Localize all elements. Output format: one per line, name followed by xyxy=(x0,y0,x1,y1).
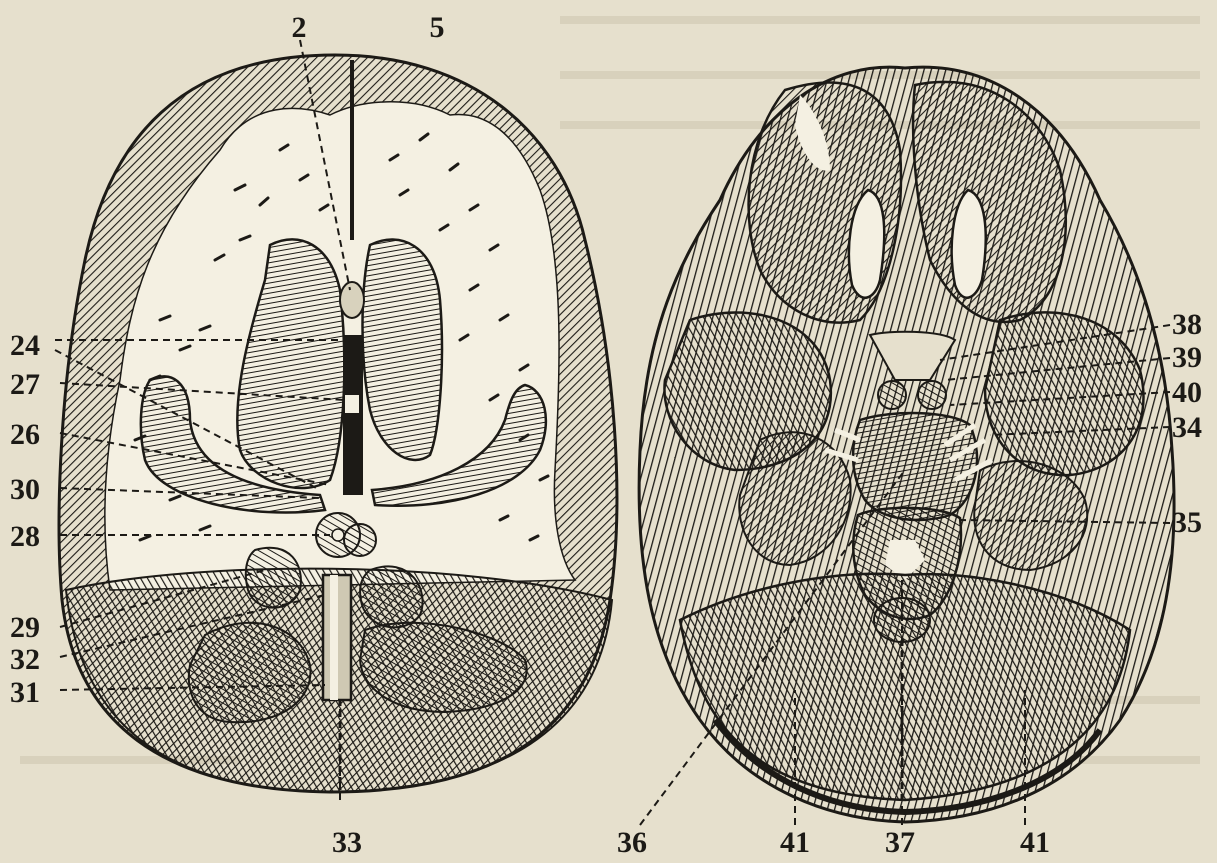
label-33: 33 xyxy=(332,828,362,858)
label-31: 31 xyxy=(10,678,40,708)
label-38: 38 xyxy=(1172,310,1202,340)
label-39: 39 xyxy=(1172,343,1202,373)
label-27: 27 xyxy=(10,370,40,400)
label-24: 24 xyxy=(10,331,40,361)
label-36: 36 xyxy=(617,828,647,858)
label-32: 32 xyxy=(10,645,40,675)
label-37: 37 xyxy=(885,828,915,858)
label-29: 29 xyxy=(10,613,40,643)
label-35: 35 xyxy=(1172,508,1202,538)
label-34: 34 xyxy=(1172,413,1202,443)
label-2: 2 xyxy=(292,13,307,43)
left-leaf-3 xyxy=(189,623,311,722)
label-5: 5 xyxy=(430,13,445,43)
label-41-right: 41 xyxy=(1020,828,1050,858)
left-leaf-2 xyxy=(360,566,422,627)
left-leaf-1 xyxy=(246,548,301,608)
label-28: 28 xyxy=(10,522,40,552)
left-ventricle-right xyxy=(363,240,442,460)
label-41-left: 41 xyxy=(780,828,810,858)
pons xyxy=(853,413,977,520)
label-30: 30 xyxy=(10,475,40,505)
label-40: 40 xyxy=(1172,378,1202,408)
right-brain xyxy=(639,67,1174,822)
left-brain xyxy=(59,55,617,792)
label-26: 26 xyxy=(10,420,40,450)
